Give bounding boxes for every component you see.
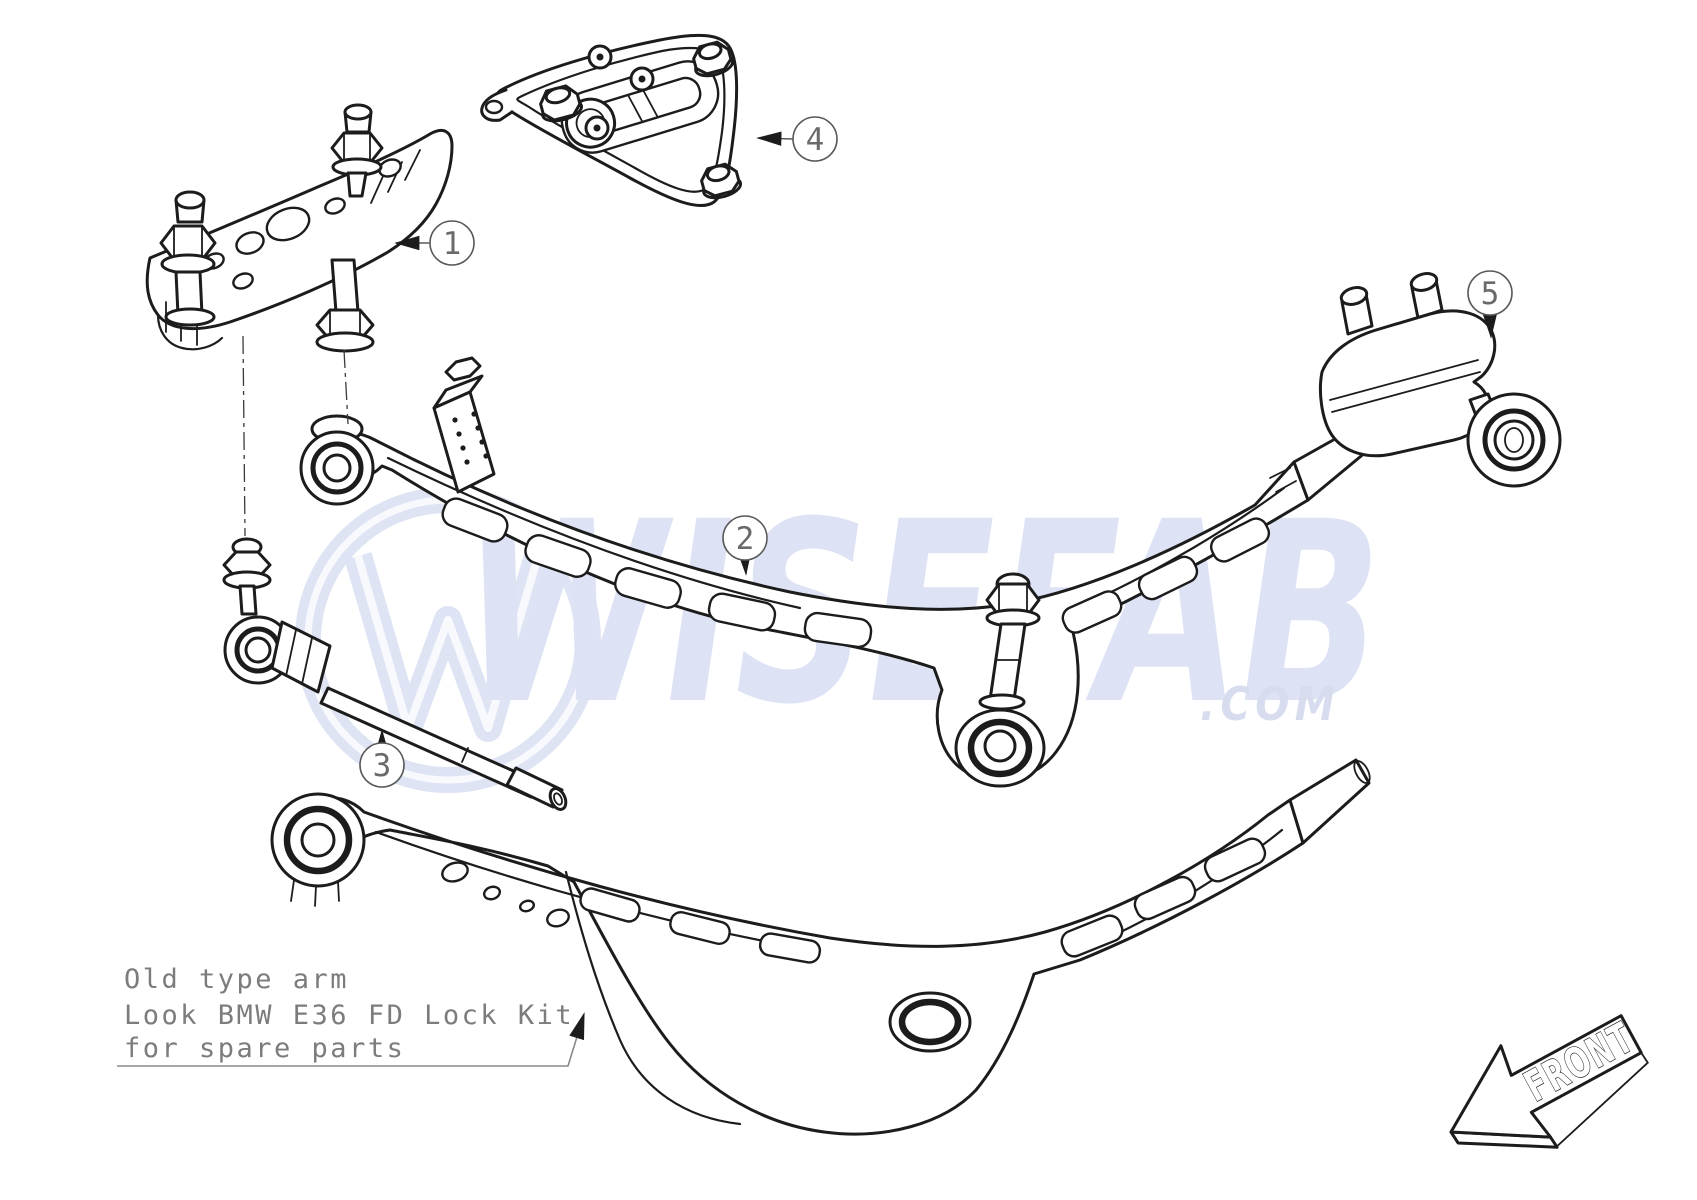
note-line-3: for spare parts — [124, 1033, 405, 1064]
plate-rivets — [584, 44, 655, 141]
old-arm-bushing-eye — [270, 792, 366, 907]
callout-1-number: 1 — [443, 226, 462, 262]
plate-bolts — [539, 40, 743, 200]
callout-1-circle — [429, 220, 475, 266]
callout-4-number: 4 — [806, 122, 825, 158]
callout-3-number: 3 — [373, 748, 392, 784]
arm-truss-cutouts — [441, 497, 1271, 649]
front-label: FRONT — [1516, 1013, 1641, 1111]
part-subframe-mount-plate — [480, 33, 743, 207]
callout-4-circle — [792, 116, 838, 162]
callout-4-leader — [756, 131, 794, 146]
callout-5-number: 5 — [1481, 276, 1500, 312]
watermark-suffix-text: .COM — [1200, 677, 1340, 731]
assembly-centerline-right — [343, 349, 349, 425]
callout-2-leader — [737, 550, 752, 576]
callout-4: 4 — [756, 116, 838, 162]
old-arm-threaded-rod — [1288, 758, 1371, 845]
adapter-left-stud — [159, 190, 217, 327]
old-arm-truss-cutouts — [579, 837, 1267, 964]
clamp-studs — [1339, 272, 1444, 336]
arm-bushing-eye — [299, 414, 375, 506]
callout-2-circle — [722, 515, 768, 561]
part-rod-end-clamp — [1318, 272, 1562, 488]
clamp-rod-end-bearing — [1466, 392, 1562, 488]
arm-adjuster-block — [432, 356, 496, 494]
old-arm-balljoint-hole — [888, 991, 972, 1053]
callout-5-leader — [1482, 313, 1498, 339]
tie-rod-ball-joint — [223, 615, 332, 694]
old-arm-holes — [441, 861, 570, 928]
callout-1: 1 — [394, 220, 475, 266]
callout-2: 2 — [722, 515, 768, 576]
callout-2-number: 2 — [736, 521, 755, 557]
part-steering-arm-adapter — [145, 103, 454, 353]
note-old-type-arm: Old type arm Look BMW E36 FD Lock Kit fo… — [117, 964, 585, 1067]
adapter-lower-bolt — [315, 258, 375, 353]
adapter-right-stud — [330, 103, 384, 198]
part-adjustable-tie-rod — [222, 537, 568, 811]
note-line-1: Old type arm — [124, 964, 349, 995]
callout-5-circle — [1467, 270, 1513, 316]
arm-kingpin-assembly — [954, 572, 1046, 788]
part-old-type-arm — [270, 758, 1371, 1136]
part-lock-kit-control-arm — [299, 356, 1375, 788]
front-direction-arrow: FRONT — [1449, 1012, 1649, 1149]
callout-3-circle — [359, 742, 405, 788]
assembly-centerline-left — [242, 335, 246, 537]
note-leader-line — [117, 1012, 585, 1067]
note-line-2: Look BMW E36 FD Lock Kit — [124, 1000, 574, 1031]
callout-3: 3 — [359, 729, 405, 788]
tie-rod-shaft — [319, 686, 568, 811]
callout-5: 5 — [1467, 270, 1513, 339]
